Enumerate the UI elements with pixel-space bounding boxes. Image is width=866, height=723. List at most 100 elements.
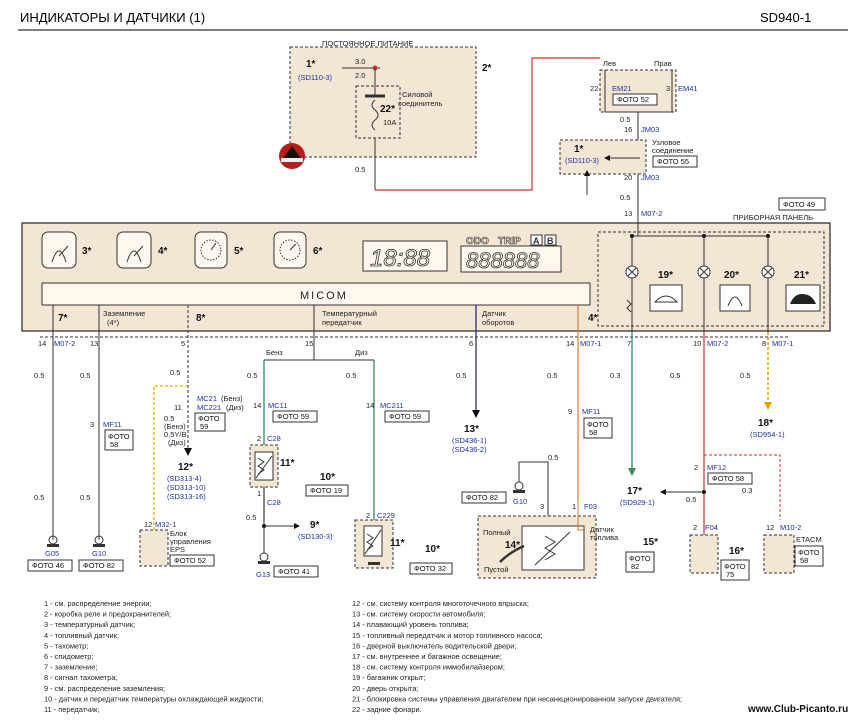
wire-gauges: 0.5 0.5 0.5 0.5 0.5 0.3 0.5 0.5 0.3 0.5 … [34,368,752,504]
wire-left-05: 0.5 [355,165,365,174]
eps-label-3: EPS [170,545,185,554]
junction-pin-20: 20 [624,173,632,182]
wire-label-6: 0.5 [548,453,558,462]
mc21-block: MC21 (Бенз) 11 MC221 (Диз) 0.5 (Бенз) 0.… [153,385,244,530]
diz-foto: ФОТО 59 [389,412,421,421]
gauge-fuel [116,231,152,269]
gauge-ref-5: 5* [234,246,244,257]
pin-13: 13 [90,339,98,348]
benz-sd9: (SD130-3) [298,532,333,541]
mf11-left-foto-num: 58 [110,440,118,449]
fuel-foto: ФОТО [587,420,609,429]
wire-label-1: 0.5 [34,371,44,380]
benz-c28: C28 [267,434,281,443]
power-box-title: ПОСТОЯННОЕ ПИТАНИЕ [322,39,413,48]
wire-label-2: 0.5 [80,371,90,380]
benz-conn: MC11 [268,401,287,410]
ground-foto46: ФОТО 46 [32,561,64,570]
ground-g05: G05 ФОТО 46 [27,535,73,572]
fuse-label-1: Силовой [402,90,433,99]
eps-foto: ФОТО 52 [174,556,206,565]
legend-item: 10 - датчик и передатчик температуры охл… [44,694,264,703]
fuse-label-2: соединитель [398,99,443,108]
benz-g13: G13 [256,570,270,579]
ref-17: 17* [627,486,642,497]
cluster-foto49: ФОТО 49 [783,200,815,209]
signal-temp-2: передатчик [322,318,362,327]
junction-wire-05b: 0.5 [620,193,630,202]
legend-item: 7 - заземление; [44,663,97,672]
signal-ground-1: Заземление [103,309,145,318]
lamp-immobilizer [761,265,821,312]
cluster-panel-label: ПРИБОРНАЯ ПАНЕЛЬ [733,213,813,222]
mc21-sd2: (SD313-10) [167,483,206,492]
mf11-left: 3 MF11 ФОТО 58 [90,420,134,451]
gauge-tacho [194,231,228,269]
ref-1-sd: (SD110-3) [298,73,333,82]
sd-18: (SD954-1) [750,430,785,439]
legend-item: 14 - плавающий уровень топлива; [352,620,469,629]
diz-foto32: ФОТО 32 [414,564,446,573]
mc221-conn: MC221 [197,403,221,412]
eps-label-1: Блок [170,529,187,538]
wire-label-10: 0.5 [247,371,257,380]
junction-ref-1: 1* [574,144,584,155]
trip-label: TRIP [498,236,521,247]
ref-16: 16* [729,546,744,557]
pin-8: 8 [762,339,766,348]
signal-ref-8: 8* [196,313,206,324]
clock-display [362,240,448,272]
conn-f04: F04 [705,523,718,532]
diz-label: Диз [355,348,368,357]
clock-digits: 18:88 [370,245,431,272]
conn-m07-1b: M07-1 [772,339,793,348]
legend-item: 12 - см. систему контроля многоточечного… [352,599,529,608]
page-code: SD940-1 [760,10,811,25]
wire-label-7: 0.3 [610,371,620,380]
fuel-ref-15: 15* [643,537,658,548]
legend-item: 4 - топливный датчик; [44,631,119,640]
ground-g05-label: G05 [45,549,59,558]
junction-pin-13: 13 [624,209,632,218]
junction-wire-05: 0.5 [620,115,630,124]
diz-pin: 14 [366,401,374,410]
junction-box: Лев Прав 22 EM21 3 EM41 ФОТО 52 0.5 16 J… [559,59,698,223]
wire-label-4: 0.5 [456,371,466,380]
wire-3-0: 3.0 [355,57,365,66]
fuel-g10: G10 [513,497,527,506]
gauge-ref-3: 3* [82,246,92,257]
legend-left: 1 - см. распределение энергии;2 - коробк… [44,599,264,714]
junction-ref-1-sd: (SD110-3) [565,156,600,165]
conn-mf12: MF12 [707,463,726,472]
legend-item: 13 - см. систему скорости автомобиля; [352,610,485,619]
legend-item: 11 - передатчик; [44,705,99,714]
benz-wire: 0.5 [246,513,256,522]
mc21-sd3: (SD313-16) [167,492,206,501]
watermark: www.Club-Picanto.ru [747,704,848,715]
benz-foto41: ФОТО 41 [278,567,310,576]
fuel-label-2: топлива [590,533,619,542]
micom-label: MICOM [300,290,348,302]
right-refs: 17* (SD929-1) 2 MF12 ФОТО 58 18* (SD954-… [620,402,824,581]
pin-14a: 14 [38,339,46,348]
legend-item: 3 - температурный датчик; [44,620,135,629]
lamp-section [597,231,825,327]
diz-p2: 2 [366,511,370,520]
mc21-conn: MC21 [197,394,217,403]
wire-label-9: 0.5 [740,371,750,380]
pin-2-f04: 2 [693,523,697,532]
junction-pin-22: 22 [590,84,598,93]
etacm-foto-num: 58 [800,556,808,565]
legend-item: 15 - топливный передатчик и мотор топлив… [352,631,543,640]
pin-2-mf12: 2 [694,463,698,472]
wire-label-11: 0.5 [346,371,356,380]
rpm-ref-13: 13* [464,424,479,435]
legend-item: 22 - задние фонари. [352,705,422,714]
mf11-left-conn: MF11 [103,420,122,429]
diz-conn: MC211 [380,401,404,410]
signal-rpm-2: оборотов [482,318,514,327]
fuel-f03: F03 [584,502,597,511]
junction-foto52: ФОТО 52 [617,95,649,104]
fuel-empty: Пустой [484,565,509,574]
